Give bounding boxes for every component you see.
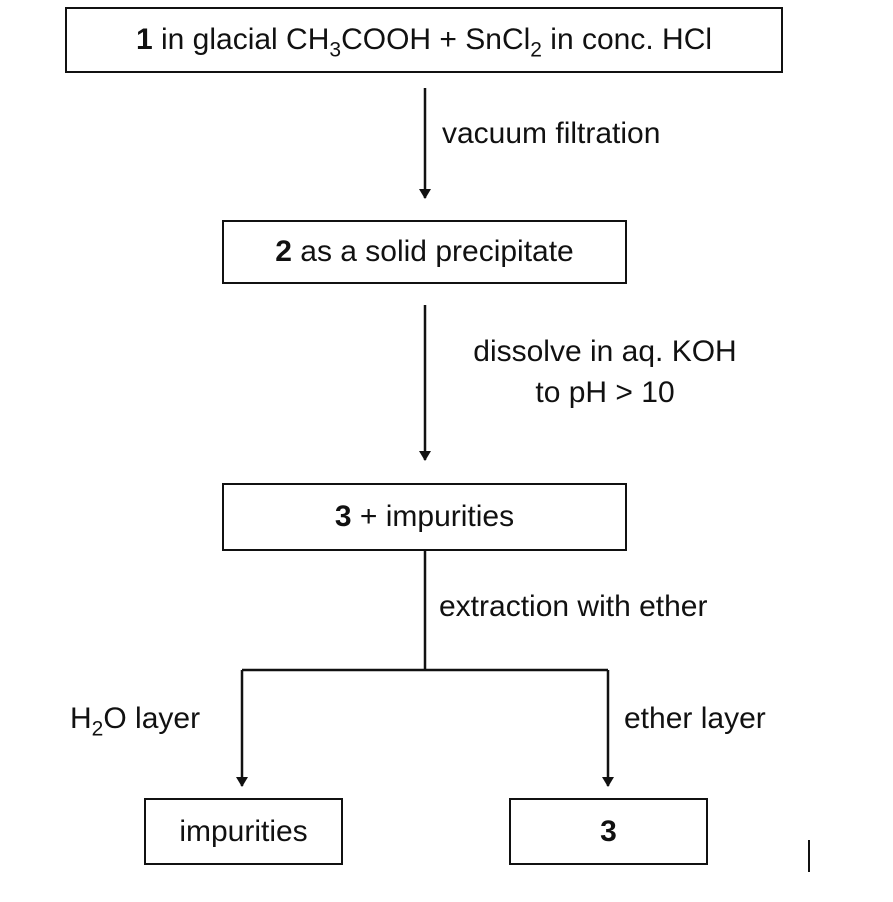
precipitate-box-label: 2 as a solid precipitate (275, 235, 574, 268)
mixture-box: 3 + impurities (222, 483, 627, 551)
step-extraction: extraction with ether (439, 590, 708, 623)
impurities-box: impurities (144, 798, 343, 865)
product-box: 3 (509, 798, 708, 865)
impurities-box-label: impurities (179, 814, 308, 848)
product-box-label: 3 (600, 814, 617, 848)
step-vacuum-filtration: vacuum filtration (442, 117, 661, 150)
precipitate-box: 2 as a solid precipitate (222, 220, 627, 284)
start-box-label: 1 in glacial CH3COOH + SnCl2 in conc. HC… (135, 23, 713, 62)
branch-label-ether: ether layer (624, 702, 766, 735)
step-dissolve-line2: to pH > 10 (535, 375, 675, 409)
branch-label-water: H2O layer (70, 702, 201, 741)
mixture-box-label: 3 + impurities (334, 500, 515, 533)
step-dissolve: dissolve in aq. KOH to pH > 10 (440, 335, 770, 410)
step-dissolve-line1: dissolve in aq. KOH (473, 335, 737, 368)
start-box: 1 in glacial CH3COOH + SnCl2 in conc. HC… (65, 7, 783, 73)
